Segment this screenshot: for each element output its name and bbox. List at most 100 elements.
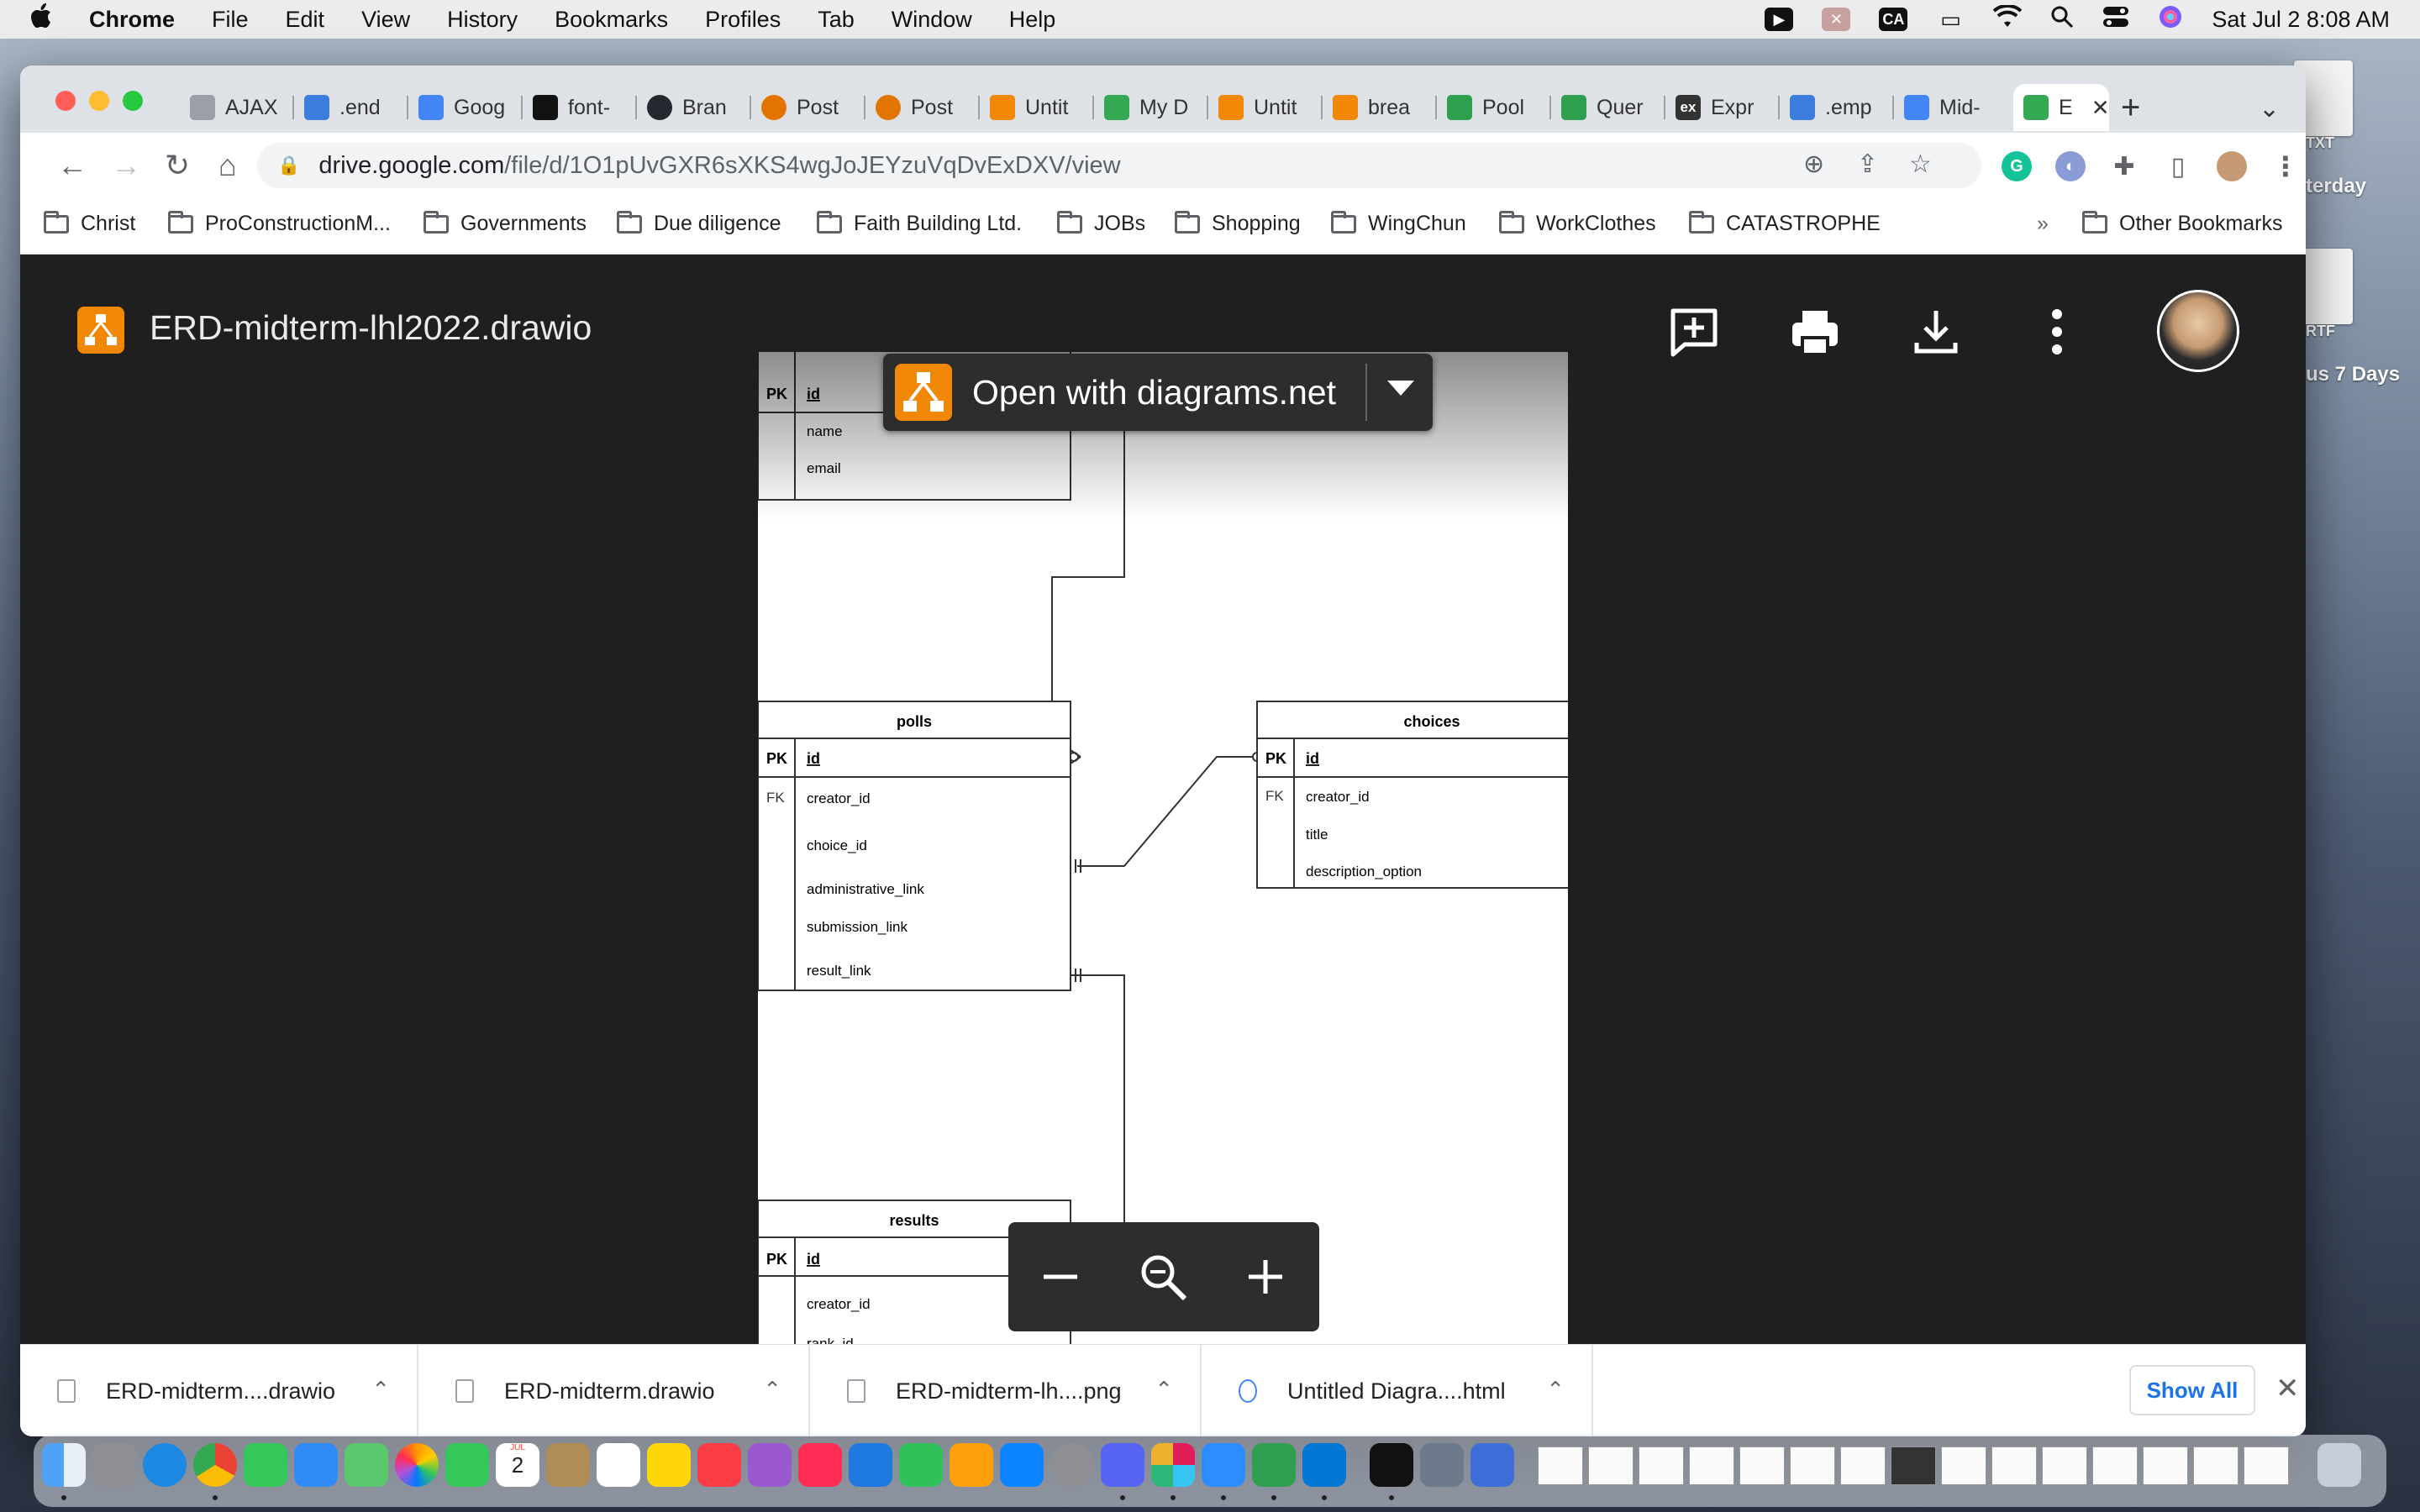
wifi-icon[interactable] [1993, 3, 2023, 34]
account-avatar[interactable] [2157, 290, 2239, 372]
maps-icon[interactable] [345, 1443, 388, 1487]
chevron-up-icon[interactable]: ⌃ [1155, 1377, 1173, 1402]
back-icon[interactable]: ← [57, 148, 87, 182]
bookmark-folder[interactable]: Due diligence [617, 210, 781, 236]
reminders-icon[interactable] [597, 1443, 640, 1487]
download-icon[interactable] [1909, 305, 1963, 359]
menu-file[interactable]: File [212, 6, 249, 32]
notes-icon[interactable] [647, 1443, 691, 1487]
bookmark-folder[interactable]: JOBs [1057, 210, 1145, 236]
bookmark-star-icon[interactable]: ☆ [1909, 150, 1932, 178]
extension-icon[interactable]: ◐ [2055, 151, 2086, 181]
close-window-button[interactable] [55, 91, 76, 111]
chevron-up-icon[interactable]: ⌃ [763, 1377, 781, 1402]
system-preferences-icon[interactable] [1050, 1443, 1094, 1487]
tab[interactable]: Mid- [1894, 84, 2008, 131]
tab[interactable]: AJAX [180, 84, 294, 131]
new-tab-button[interactable]: + [2121, 89, 2141, 126]
minimized-window-thumbnail[interactable] [2143, 1446, 2188, 1485]
apple-menu-icon[interactable] [30, 3, 64, 35]
minimized-window-thumbnail[interactable] [1840, 1446, 1886, 1485]
tab[interactable]: brea [1323, 84, 1437, 131]
chevron-up-icon[interactable]: ⌃ [1546, 1377, 1565, 1402]
share-icon[interactable]: ⇪ [1857, 150, 1879, 178]
bookmark-folder[interactable]: ProConstructionM... [168, 210, 391, 236]
spotlight-search-icon[interactable] [2050, 5, 2074, 34]
chat-icon[interactable] [1252, 1443, 1296, 1487]
tab[interactable]: .emp [1780, 84, 1894, 131]
bookmark-folder[interactable]: WorkClothes [1499, 210, 1656, 236]
menu-edit[interactable]: Edit [285, 6, 325, 32]
tab[interactable]: Pool [1437, 84, 1551, 131]
menu-window[interactable]: Window [891, 6, 972, 32]
tab[interactable]: Goog [408, 84, 523, 131]
tab[interactable]: Quer [1551, 84, 1665, 131]
tab[interactable]: .end [294, 84, 408, 131]
zoom-reset-icon[interactable] [1136, 1250, 1190, 1304]
tab[interactable]: Post [751, 84, 865, 131]
tab[interactable]: Post [865, 84, 980, 131]
menu-bookmarks[interactable]: Bookmarks [555, 6, 669, 32]
more-options-icon[interactable] [2030, 305, 2084, 359]
tab[interactable]: font- [523, 84, 637, 131]
discord-icon[interactable] [1101, 1443, 1144, 1487]
print-icon[interactable] [1788, 305, 1842, 359]
forward-icon[interactable]: → [111, 148, 141, 182]
zoom-in-icon[interactable] [1239, 1250, 1292, 1304]
home-icon[interactable]: ⌂ [218, 148, 237, 182]
tab-search-icon[interactable]: ⌄ [2259, 95, 2281, 123]
zoom-out-icon[interactable] [1034, 1250, 1087, 1304]
menu-help[interactable]: Help [1008, 6, 1056, 32]
add-comment-icon[interactable] [1667, 305, 1721, 359]
download-item[interactable]: Untitled Diagra....html ⌃ [1202, 1345, 1593, 1436]
battery-icon[interactable]: ▭ [1940, 6, 1961, 32]
extension-tray-icon[interactable]: ✕ [1822, 8, 1851, 31]
lock-icon[interactable]: 🔒 [277, 155, 301, 176]
chrome-menu-icon[interactable]: ⋮ [2272, 151, 2299, 181]
tab-active[interactable]: E ✕ [2013, 84, 2109, 131]
grammarly-icon[interactable]: G [2002, 151, 2032, 181]
safari-icon[interactable] [143, 1443, 187, 1487]
news-icon[interactable] [798, 1443, 842, 1487]
tab[interactable]: Untit [980, 84, 1094, 131]
preview-icon[interactable] [1420, 1443, 1464, 1487]
contacts-icon[interactable] [546, 1443, 590, 1487]
minimized-window-thumbnail[interactable] [1891, 1446, 1936, 1485]
show-all-button[interactable]: Show All [2129, 1365, 2255, 1415]
minimized-window-thumbnail[interactable] [2244, 1446, 2289, 1485]
pages-icon[interactable] [950, 1443, 993, 1487]
podcasts-icon[interactable] [748, 1443, 792, 1487]
minimized-window-thumbnail[interactable] [1790, 1446, 1835, 1485]
siri-icon[interactable] [2158, 4, 2183, 35]
photos-icon[interactable] [395, 1443, 439, 1487]
bookmark-folder[interactable]: Christ [44, 210, 135, 236]
music-icon[interactable] [697, 1443, 741, 1487]
camera-tray-icon[interactable]: ▶ [1765, 8, 1794, 31]
bookmark-folder[interactable]: Governments [424, 210, 587, 236]
profile-avatar[interactable] [2217, 151, 2247, 181]
close-downloads-icon[interactable]: ✕ [2275, 1373, 2300, 1404]
bookmark-folder[interactable]: CATASTROPHE [1689, 210, 1881, 236]
control-center-icon[interactable] [2102, 5, 2129, 34]
download-item[interactable]: ERD-midterm.drawio ⌃ [418, 1345, 810, 1436]
address-bar[interactable]: 🔒 drive.google.com/file/d/1O1pUvGXR6sXKS… [257, 143, 1981, 188]
ca-tray-icon[interactable]: CA [1879, 8, 1908, 31]
bookmark-folder[interactable]: WingChun [1331, 210, 1466, 236]
other-bookmarks-folder[interactable]: Other Bookmarks [2082, 210, 2283, 236]
zoom-window-button[interactable] [123, 91, 143, 111]
tab[interactable]: Bran [637, 84, 751, 131]
minimized-window-thumbnail[interactable] [1941, 1446, 1986, 1485]
launchpad-icon[interactable] [92, 1443, 136, 1487]
menu-history[interactable]: History [447, 6, 518, 32]
minimize-window-button[interactable] [89, 91, 109, 111]
vscode-icon[interactable] [1302, 1443, 1346, 1487]
minimized-window-thumbnail[interactable] [1588, 1446, 1634, 1485]
mail-icon[interactable] [294, 1443, 338, 1487]
download-item[interactable]: ERD-midterm....drawio ⌃ [20, 1345, 418, 1436]
menu-profiles[interactable]: Profiles [705, 6, 781, 32]
tab[interactable]: Untit [1208, 84, 1323, 131]
bookmarks-overflow-button[interactable]: » [2037, 212, 2049, 235]
messages-icon[interactable] [244, 1443, 287, 1487]
menu-view[interactable]: View [361, 6, 411, 32]
minimized-window-thumbnail[interactable] [1991, 1446, 2037, 1485]
